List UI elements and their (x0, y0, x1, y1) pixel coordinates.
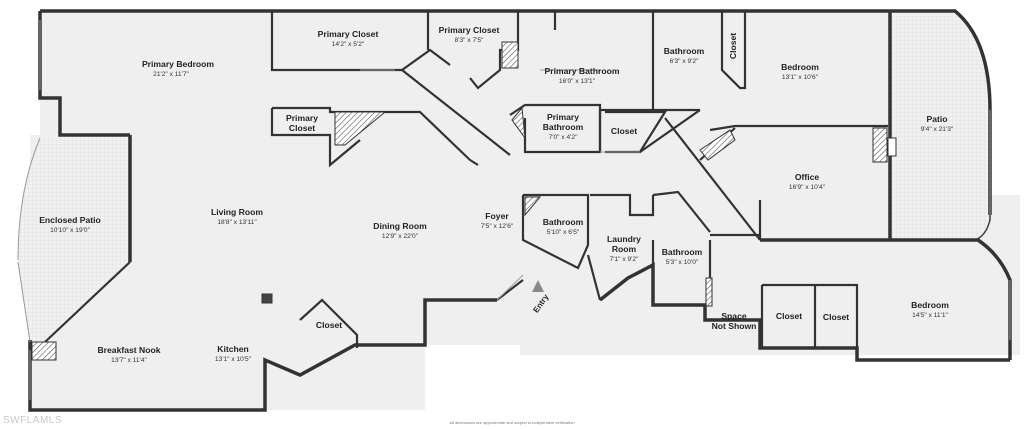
kitchen-name: Kitchen (217, 344, 249, 354)
bathroom-top-name: Bathroom (664, 46, 705, 56)
hatched-fixtures (31, 41, 897, 361)
breakfast-nook-dim: 13'7" x 11'4" (111, 357, 147, 364)
primary-closet-small-name: Primary (286, 113, 318, 123)
disclaimer: All dimensions are approximate and subje… (449, 420, 575, 425)
laundry-room-dim: 7'1" x 9'2" (610, 256, 639, 263)
primary-bathroom-small-name: Primary (547, 112, 579, 122)
room-labels: Primary Bedroom 21'2" x 11'7" Primary Cl… (39, 25, 954, 364)
bedroom-top-dim: 13'1" x 10'6" (782, 74, 819, 81)
bedroom-top-name: Bedroom (781, 62, 819, 72)
bedroom-right-name: Bedroom (911, 300, 949, 310)
enclosed-patio-dim: 10'10" x 19'0" (50, 227, 90, 234)
foyer-name: Foyer (485, 211, 509, 221)
closet-mid-name: Closet (611, 126, 637, 136)
primary-closet-top-name: Primary Closet (318, 29, 379, 39)
primary-bathroom-dim: 16'0" x 13'1" (559, 78, 596, 85)
breakfast-nook-name: Breakfast Nook (97, 345, 160, 355)
living-room-name: Living Room (211, 207, 263, 217)
patio-name: Patio (926, 114, 947, 124)
bathroom-top-dim: 6'3" x 9'2" (670, 58, 699, 65)
closet-top-name: Closet (728, 33, 738, 59)
primary-closet-small-name2: Closet (289, 123, 315, 133)
primary-closet-mid-name: Primary Closet (439, 25, 500, 35)
kitchen-dim: 13'1" x 10'5" (215, 356, 252, 363)
hallway-walls (401, 69, 761, 301)
closet-right-a-name: Closet (776, 311, 802, 321)
entry-arrow-icon (532, 280, 544, 292)
primary-bathroom-small-dim: 7'0" x 4'2" (549, 134, 578, 141)
dining-room-dim: 12'9" x 22'0" (382, 233, 419, 240)
bedroom-right-dim: 14'5" x 11'1" (912, 312, 948, 319)
primary-bedroom-name: Primary Bedroom (142, 59, 214, 69)
primary-bathroom-small-name2: Bathroom (543, 122, 584, 132)
laundry-room-name: Laundry (607, 234, 641, 244)
enclosed-patio-name: Enclosed Patio (39, 215, 101, 225)
bathroom-right-name: Bathroom (662, 247, 703, 257)
primary-bathroom-name: Primary Bathroom (545, 66, 620, 76)
enclosed-patio-area (18, 138, 130, 342)
primary-bedroom-dim: 21'2" x 11'7" (153, 71, 189, 78)
watermark: SWFLAMLS (3, 415, 63, 426)
bathroom-center-name: Bathroom (543, 217, 584, 227)
closet-right-b-name: Closet (823, 312, 849, 322)
patio-dim: 9'4" x 21'3" (921, 126, 954, 133)
bathroom-right-dim: 5'3" x 10'0" (666, 259, 699, 266)
dining-room-name: Dining Room (373, 221, 427, 231)
laundry-room-name2: Room (612, 244, 637, 254)
office-dim: 16'9" x 10'4" (789, 184, 826, 191)
living-room-dim: 18'8" x 13'11" (217, 219, 257, 226)
primary-closet-mid-dim: 8'3" x 7'5" (455, 37, 484, 44)
space-not-shown-name: Space (721, 311, 747, 321)
floor-fill (30, 11, 1020, 410)
foyer-dim: 7'5" x 12'6" (481, 223, 514, 230)
office-name: Office (795, 172, 820, 182)
closet-kitchen-name: Closet (316, 320, 342, 330)
space-not-shown-name2: Not Shown (712, 321, 757, 331)
openings (17, 20, 1011, 400)
bathroom-center-dim: 5'10" x 6'5" (547, 229, 580, 236)
primary-closet-top-dim: 14'2" x 5'2" (332, 41, 365, 48)
